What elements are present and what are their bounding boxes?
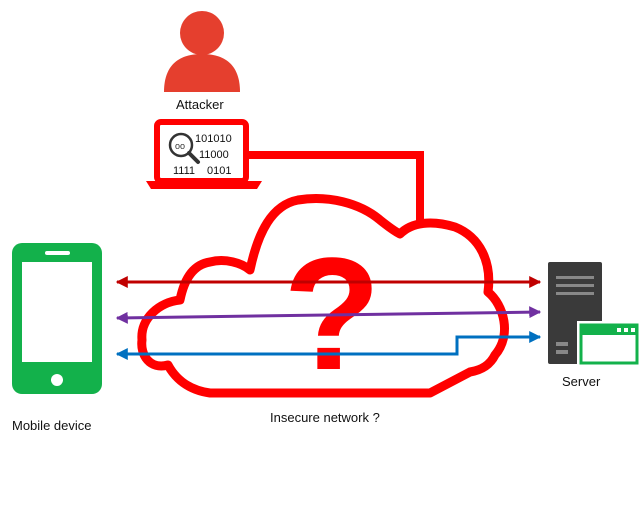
person-icon — [164, 11, 240, 92]
purple-arrow — [115, 306, 542, 324]
smartphone-icon — [12, 243, 102, 394]
svg-text:oo: oo — [175, 141, 185, 151]
server-label: Server — [562, 374, 601, 389]
laptop-icon: 101010 11000 1111 0101 oo — [146, 119, 262, 189]
attacker-label: Attacker — [176, 97, 224, 112]
app-window-icon — [577, 321, 641, 367]
binary-line-3: 1111 — [173, 165, 195, 177]
mobile-device-label: Mobile device — [12, 418, 92, 433]
attacker-connection-line — [242, 151, 424, 226]
binary-line-4: 0101 — [207, 165, 231, 177]
magnifier-icon: oo — [168, 132, 200, 164]
blue-arrow — [115, 331, 542, 360]
network-label: Insecure network ? — [270, 410, 380, 425]
binary-line-2: 11000 — [199, 149, 229, 161]
binary-line-1: 101010 — [195, 133, 232, 145]
